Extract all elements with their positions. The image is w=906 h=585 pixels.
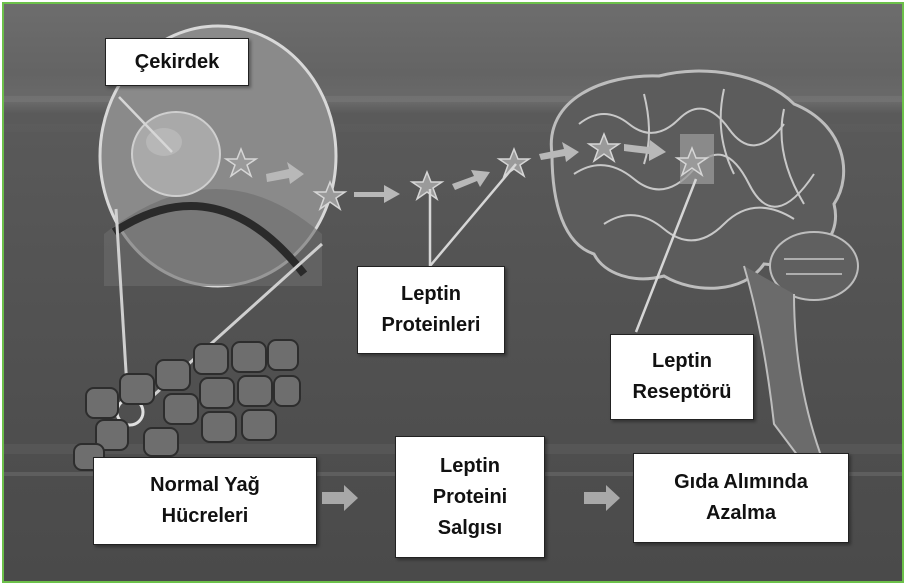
label-leptin-receptor: Leptin Reseptörü	[610, 334, 754, 420]
label-nucleus: Çekirdek	[105, 38, 249, 86]
label-leptin-secretion: Leptin Proteini Salgısı	[395, 436, 545, 558]
label-leptin-proteins: Leptin Proteinleri	[357, 266, 505, 354]
label-normal-fat-cells: Normal Yağ Hücreleri	[93, 457, 317, 545]
label-food-intake-decrease: Gıda Alımında Azalma	[633, 453, 849, 543]
